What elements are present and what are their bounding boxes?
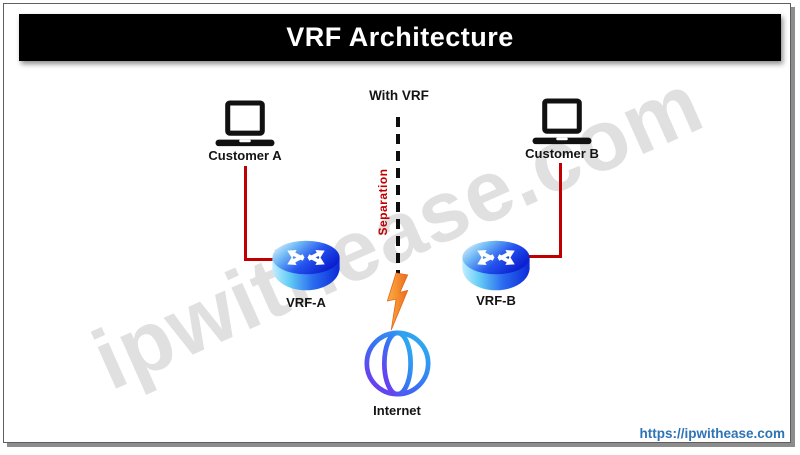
- link-line-customer-b-horizontal: [529, 255, 562, 258]
- link-line-customer-a-horizontal: [244, 258, 274, 261]
- customer-b-label: Customer B: [525, 146, 599, 161]
- vrf-a-label: VRF-A: [286, 295, 326, 310]
- title-bar: VRF Architecture: [19, 14, 781, 61]
- footer-url-link[interactable]: https://ipwithease.com: [639, 426, 785, 441]
- laptop-icon: [532, 98, 592, 145]
- router-icon: [462, 240, 530, 291]
- router-icon: [272, 240, 340, 291]
- lightning-icon: [386, 272, 409, 331]
- vrf-b-label: VRF-B: [476, 293, 516, 308]
- link-line-customer-a-vertical: [244, 166, 247, 261]
- separation-label: Separation: [376, 168, 390, 236]
- internet-label: Internet: [373, 403, 421, 418]
- separation-dashed-line: [396, 117, 400, 279]
- with-vrf-label: With VRF: [369, 88, 429, 103]
- globe-icon: [364, 330, 431, 397]
- link-line-customer-b-vertical: [559, 163, 562, 258]
- customer-a-label: Customer A: [208, 148, 282, 163]
- page-title: VRF Architecture: [286, 22, 514, 52]
- laptop-icon: [215, 100, 275, 147]
